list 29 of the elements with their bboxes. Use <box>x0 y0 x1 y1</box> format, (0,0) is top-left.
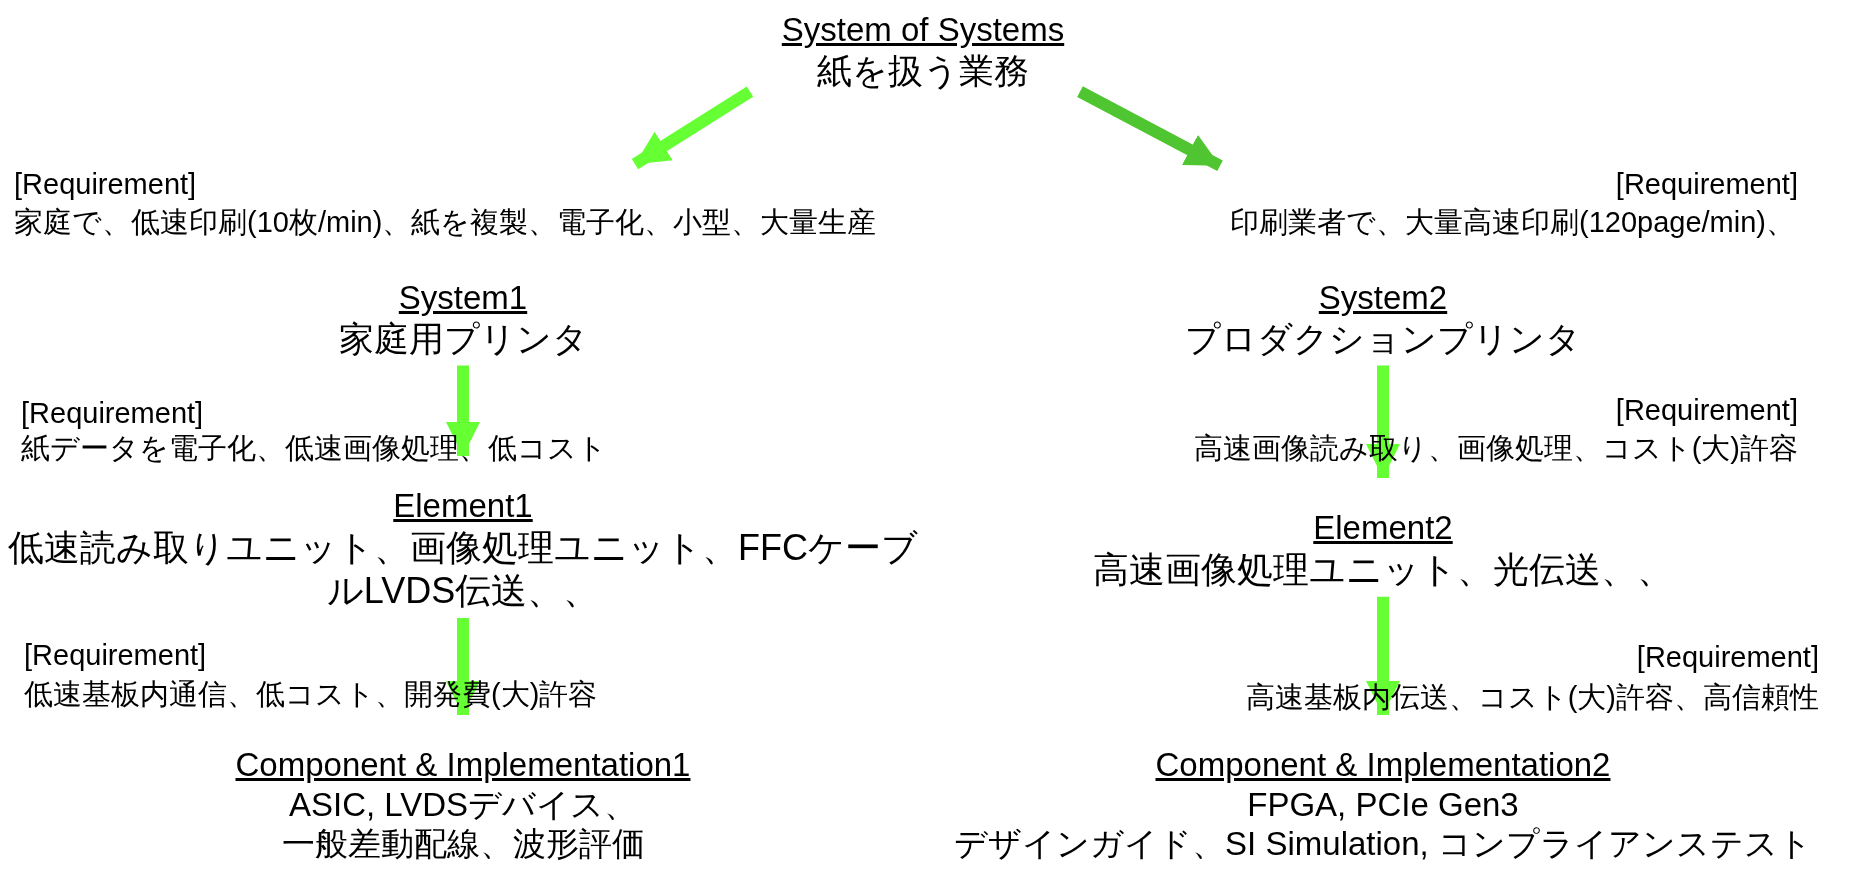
heading: Component & Implementation1 <box>234 745 692 785</box>
requirement-text: 印刷業者で、大量高速印刷(120page/min)、 <box>1230 205 1795 240</box>
requirement-text: 家庭で、低速印刷(10枚/min)、紙を複製、電子化、小型、大量生産 <box>14 205 877 240</box>
description: FPGA, PCIe Gen3 <box>1246 784 1520 825</box>
heading: Element2 <box>1312 508 1454 548</box>
description: 高速画像処理ユニット、光伝送、、 <box>1092 547 1674 591</box>
requirement-heading: [Requirement] <box>24 638 207 673</box>
heading: System of Systems <box>780 10 1066 50</box>
arrow <box>446 365 480 456</box>
requirement-heading: [Requirement] <box>14 167 197 202</box>
description: 一般差動配線、波形評価 <box>280 824 646 864</box>
heading: Element1 <box>392 486 534 526</box>
requirement-heading: [Requirement] <box>21 396 204 431</box>
arrow <box>1366 365 1400 478</box>
requirement-text: 高速画像読み取り、画像処理、コスト(大)許容 <box>1193 431 1798 466</box>
description: プロダクションプリンタ <box>1184 317 1582 360</box>
description: 紙を扱う業務 <box>816 49 1030 92</box>
heading: System2 <box>1317 278 1449 318</box>
arrow <box>1077 86 1223 172</box>
description: デザインガイド、SI Simulation, コンプライアンステスト <box>953 824 1813 864</box>
requirement-heading: [Requirement] <box>1615 167 1798 202</box>
requirement-heading: [Requirement] <box>1636 640 1819 675</box>
description: 家庭用プリンタ <box>337 317 589 360</box>
heading: Component & Implementation2 <box>1154 745 1612 785</box>
description: ASIC, LVDSデバイス、 <box>287 784 639 825</box>
description: 低速読み取りユニット、画像処理ユニット、FFCケーブルLVDS伝送、、 <box>7 525 919 612</box>
requirement-heading: [Requirement] <box>1615 393 1798 428</box>
heading: System1 <box>397 278 529 318</box>
arrow <box>631 86 754 170</box>
